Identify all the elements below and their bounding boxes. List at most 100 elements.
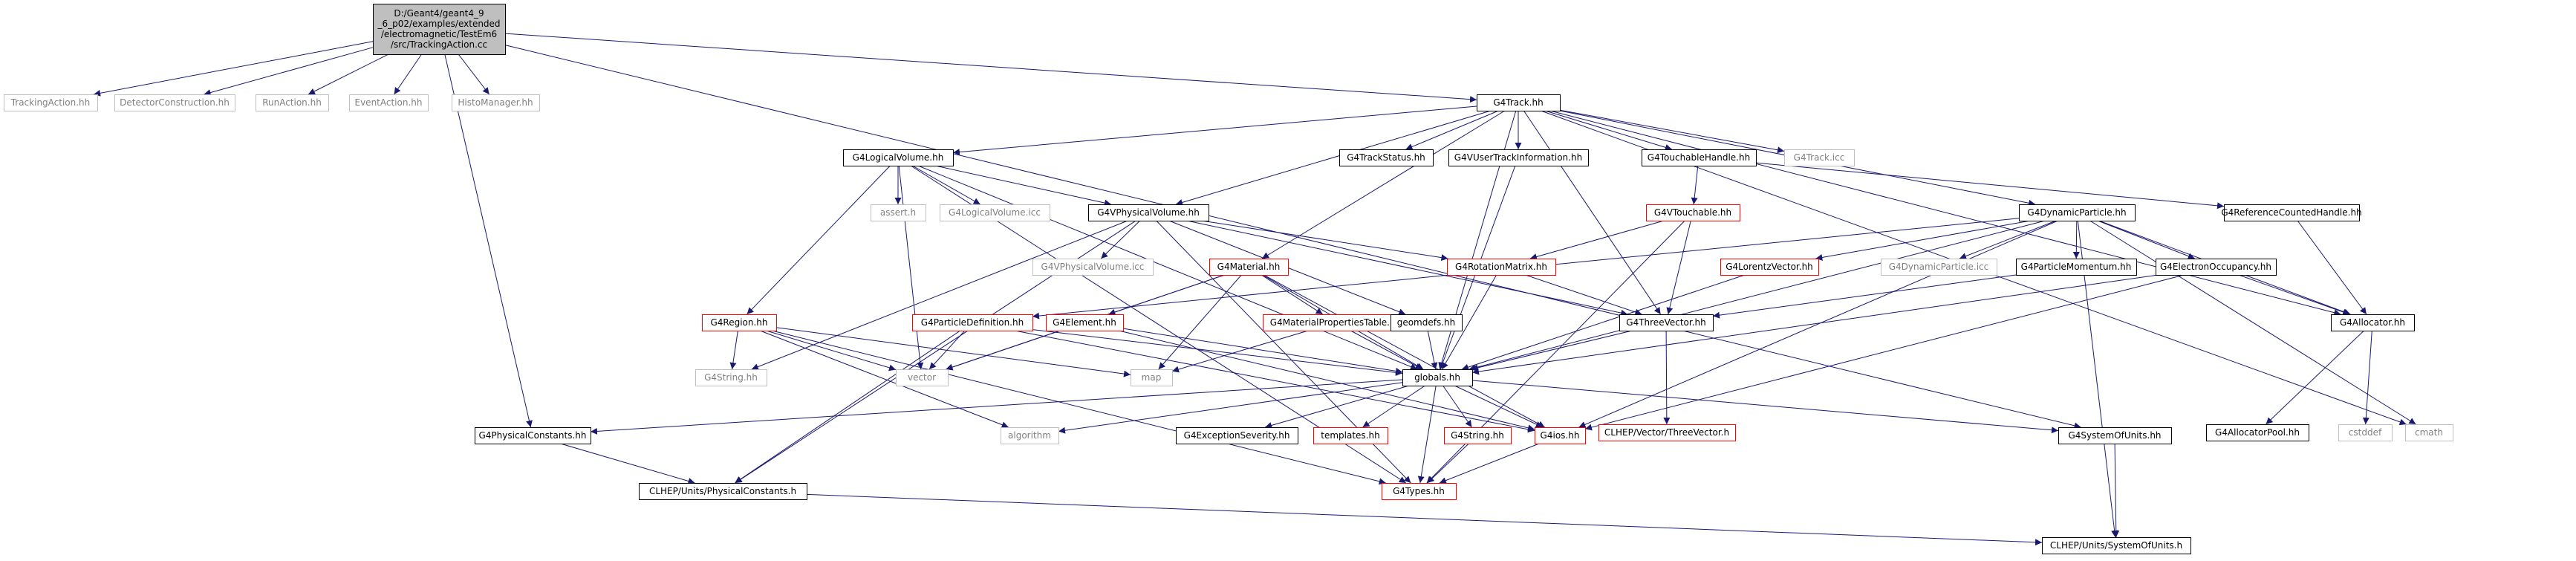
node-map[interactable]: map	[1131, 369, 1173, 386]
node-label: G4DynamicParticle.hh	[2027, 207, 2126, 218]
node-g4logical-volume-hh[interactable]: G4LogicalVolume.hh	[843, 149, 954, 166]
node-box	[2042, 537, 2191, 554]
node-tracking-action-cc[interactable]: D:/Geant4/geant4_9_6_p02/examples/extend…	[373, 4, 506, 55]
node-clhep-units-system-of-units-h[interactable]: CLHEP/Units/SystemOfUnits.h	[2042, 537, 2191, 554]
node-clhep-vector-three-vector-h[interactable]: CLHEP/Vector/ThreeVector.h	[1598, 424, 1736, 441]
node-label: G4String.hh	[1451, 430, 1504, 441]
include-edge-g4track_hh-to-g4track_status_hh	[1405, 110, 1499, 150]
node-globals-hh[interactable]: globals.hh	[1402, 369, 1473, 386]
node-g4material-properties-table-hh[interactable]: G4MaterialPropertiesTable.hh	[1263, 314, 1409, 331]
node-box	[373, 4, 506, 55]
node-run-action-hh[interactable]: RunAction.hh	[256, 94, 329, 111]
node-detector-construction-hh[interactable]: DetectorConstruction.hh	[114, 94, 235, 111]
node-g4particle-definition-hh[interactable]: G4ParticleDefinition.hh	[912, 314, 1033, 331]
node-box	[1477, 94, 1561, 111]
include-edge-g4dynamic_particle_hh-to-g4electron_occupancy_hh	[2098, 220, 2195, 259]
node-g4lorentz-vector-hh[interactable]: G4LorentzVector.hh	[1720, 259, 1819, 276]
include-edge-tracking_action_cc-to-tracking_action_hh	[94, 41, 374, 97]
node-label: G4ThreeVector.hh	[1626, 317, 1705, 328]
node-tracking-action-hh[interactable]: TrackingAction.hh	[4, 94, 98, 111]
node-g4track-icc[interactable]: G4Track.icc	[1784, 149, 1855, 166]
node-label: G4ParticleMomentum.hh	[2021, 262, 2132, 272]
node-vector[interactable]: vector	[896, 369, 949, 386]
node-box	[1642, 149, 1757, 166]
node-g4track-hh[interactable]: G4Track.hh	[1477, 94, 1561, 111]
node-label: G4LogicalVolume.icc	[949, 207, 1041, 218]
node-g4vuser-track-information-hh[interactable]: G4VUserTrackInformation.hh	[1448, 149, 1589, 166]
node-g4exception-severity-hh[interactable]: G4ExceptionSeverity.hh	[1176, 427, 1298, 444]
node-g4particle-momentum-hh[interactable]: G4ParticleMomentum.hh	[2016, 259, 2137, 276]
node-label: G4VTouchable.hh	[1654, 207, 1731, 218]
node-g4dynamic-particle-hh[interactable]: G4DynamicParticle.hh	[2019, 204, 2136, 221]
node-clhep-units-physical-constants-h[interactable]: CLHEP/Units/PhysicalConstants.h	[639, 483, 807, 500]
node-g4allocator-hh[interactable]: G4Allocator.hh	[2331, 314, 2415, 331]
node-cstddef[interactable]: cstddef	[2338, 424, 2393, 441]
node-label: vector	[908, 372, 936, 383]
node-g4rotation-matrix-hh[interactable]: G4RotationMatrix.hh	[1447, 259, 1556, 276]
node-label: RunAction.hh	[262, 97, 322, 108]
include-edge-g4lorentz_vector_hh-to-globals_hh	[1461, 274, 1746, 371]
node-algorithm[interactable]: algorithm	[1001, 427, 1059, 444]
include-edge-g4electron_occupancy_hh-to-globals_hh	[1471, 274, 2159, 375]
node-g4element-hh[interactable]: G4Element.hh	[1046, 314, 1124, 331]
include-edge-g4track_hh-to-g4touchable_handle_hh	[1544, 110, 1673, 151]
node-g4region-hh[interactable]: G4Region.hh	[702, 314, 777, 331]
include-edge-tracking_action_cc-to-detector_construction_hh	[204, 47, 374, 96]
node-box	[1598, 424, 1736, 441]
node-label: CLHEP/Units/PhysicalConstants.h	[649, 486, 796, 496]
node-g4types-hh[interactable]: G4Types.hh	[1382, 483, 1457, 500]
node-g4electron-occupancy-hh[interactable]: G4ElectronOccupancy.hh	[2156, 259, 2277, 276]
node-geomdefs-hh[interactable]: geomdefs.hh	[1391, 314, 1463, 331]
include-edge-g4particle_definition_hh-to-clhep_units_physical_constants_h	[735, 330, 960, 484]
node-g4three-vector-hh[interactable]: G4ThreeVector.hh	[1619, 314, 1714, 331]
node-cmath[interactable]: cmath	[2405, 424, 2453, 441]
node-g4string-hh-ext[interactable]: G4String.hh	[695, 369, 767, 386]
node-label: cstddef	[2349, 427, 2382, 438]
include-edge-g4region_hh-to-algorithm	[760, 330, 1009, 428]
include-edge-g4logical_volume_hh-to-g4vphysical_volume_hh	[934, 165, 1112, 207]
node-label: G4VPhysicalVolume.icc	[1041, 262, 1145, 272]
node-g4system-of-units-hh[interactable]: G4SystemOfUnits.hh	[2058, 427, 2172, 444]
node-box	[256, 94, 329, 111]
include-edge-tracking_action_cc-to-g4track_hh	[504, 33, 1477, 103]
node-box	[1784, 149, 1855, 166]
node-box	[2058, 427, 2172, 444]
node-g4dynamic-particle-icc[interactable]: G4DynamicParticle.icc	[1881, 259, 1997, 276]
include-edge-g4three_vector_hh-to-clhep_vector_three_vector_h	[1663, 330, 1671, 425]
node-g4touchable-handle-hh[interactable]: G4TouchableHandle.hh	[1642, 149, 1757, 166]
node-g4string-hh[interactable]: G4String.hh	[1444, 427, 1512, 444]
node-box	[114, 94, 235, 111]
node-label: D:/Geant4/geant4_9	[394, 8, 484, 19]
node-g4vphysical-volume-icc[interactable]: G4VPhysicalVolume.icc	[1032, 259, 1154, 276]
node-g4physical-constants-hh[interactable]: G4PhysicalConstants.hh	[475, 427, 591, 444]
node-g4track-status-hh[interactable]: G4TrackStatus.hh	[1339, 149, 1434, 166]
include-edge-g4track_hh-to-g4material_hh	[1261, 110, 1506, 259]
node-templates-hh[interactable]: templates.hh	[1313, 427, 1388, 444]
include-edge-g4vphysical_volume_hh-to-g4rotation_matrix_hh	[1201, 220, 1448, 262]
include-edge-geomdefs_hh-to-globals_hh	[1427, 330, 1438, 370]
node-g4allocator-pool-hh[interactable]: G4AllocatorPool.hh	[2206, 424, 2309, 441]
include-edge-g4allocator_hh-to-cstddef	[2362, 330, 2372, 425]
node-label: G4PhysicalConstants.hh	[479, 430, 587, 441]
include-edge-g4element_hh-to-g4ios_hh	[1119, 330, 1535, 432]
node-g4reference-counted-handle-hh[interactable]: G4ReferenceCountedHandle.hh	[2221, 204, 2362, 221]
include-edge-g4dynamic_particle_hh-to-g4lorentz_vector_hh	[1815, 220, 2031, 261]
node-box	[871, 204, 926, 221]
node-g4material-hh[interactable]: G4Material.hh	[1209, 259, 1289, 276]
node-event-action-hh[interactable]: EventAction.hh	[349, 94, 429, 111]
include-edge-g4system_of_units_hh-to-clhep_units_system_of_units_h	[2112, 443, 2120, 538]
node-box	[2206, 424, 2309, 441]
include-edge-globals_hh-to-g4string_hh	[1443, 385, 1472, 428]
include-edge-g4logical_volume_hh-to-vector	[898, 165, 924, 370]
node-g4vphysical-volume-hh[interactable]: G4VPhysicalVolume.hh	[1088, 204, 1209, 221]
node-g4vtouchable-hh[interactable]: G4VTouchable.hh	[1646, 204, 1740, 221]
node-histo-manager-hh[interactable]: HistoManager.hh	[452, 94, 540, 111]
node-g4ios-hh[interactable]: G4ios.hh	[1535, 427, 1586, 444]
node-box	[1720, 259, 1819, 276]
node-assert-h[interactable]: assert.h	[871, 204, 926, 221]
node-g4logical-volume-icc[interactable]: G4LogicalVolume.icc	[940, 204, 1050, 221]
include-edge-globals_hh-to-g4ios_hh	[1454, 385, 1543, 428]
include-edge-g4touchable_handle_hh-to-g4reference_counted_handle_hh	[1755, 162, 2225, 210]
include-edge-g4physical_constants_hh-to-clhep_units_physical_constants_h	[560, 443, 695, 484]
include-edge-g4vtouchable_hh-to-g4rotation_matrix_hh	[1529, 220, 1665, 260]
